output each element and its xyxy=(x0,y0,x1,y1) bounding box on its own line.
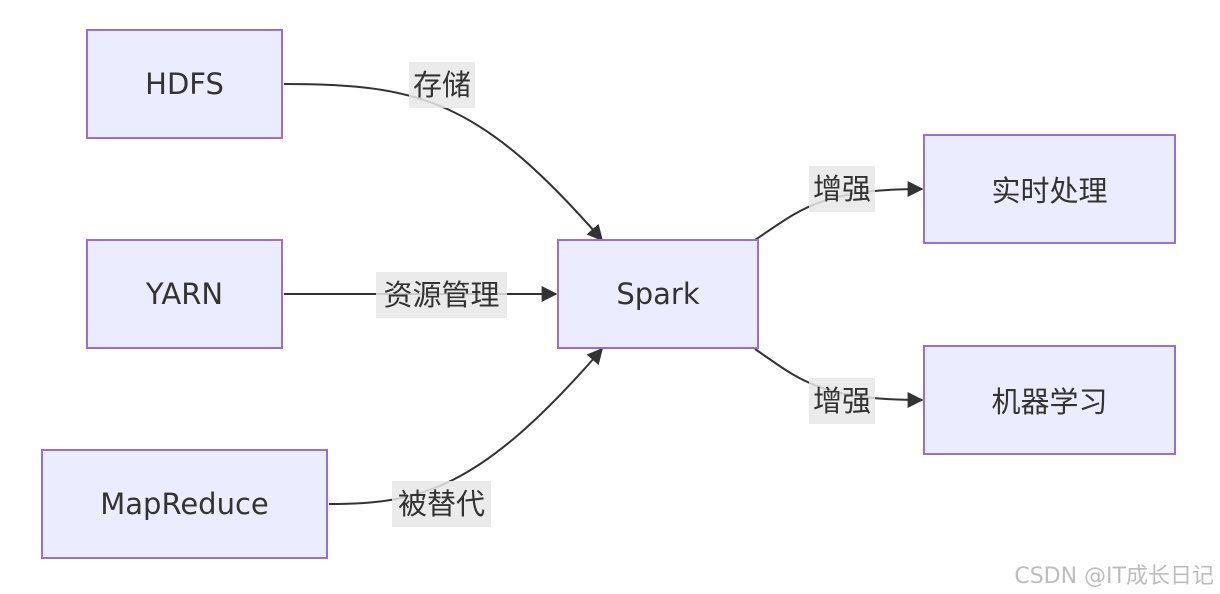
edge-mapreduce-spark xyxy=(328,347,604,505)
node-realtime-processing: 实时处理 xyxy=(923,134,1176,244)
edge-label-resource-management: 资源管理 xyxy=(376,272,507,318)
edge-label-storage: 存储 xyxy=(409,62,475,108)
edge-hdfs-spark xyxy=(283,83,604,242)
node-machine-learning: 机器学习 xyxy=(923,345,1176,455)
edge-label-enhance-ml: 增强 xyxy=(809,378,875,424)
edge-label-enhance-realtime: 增强 xyxy=(809,166,875,212)
node-hdfs: HDFS xyxy=(86,29,283,139)
edge-label-replaced: 被替代 xyxy=(392,481,491,527)
node-spark: Spark xyxy=(557,239,759,349)
node-mapreduce: MapReduce xyxy=(41,449,328,559)
watermark: CSDN @IT成长日记 xyxy=(1014,564,1214,589)
node-yarn: YARN xyxy=(86,239,283,349)
